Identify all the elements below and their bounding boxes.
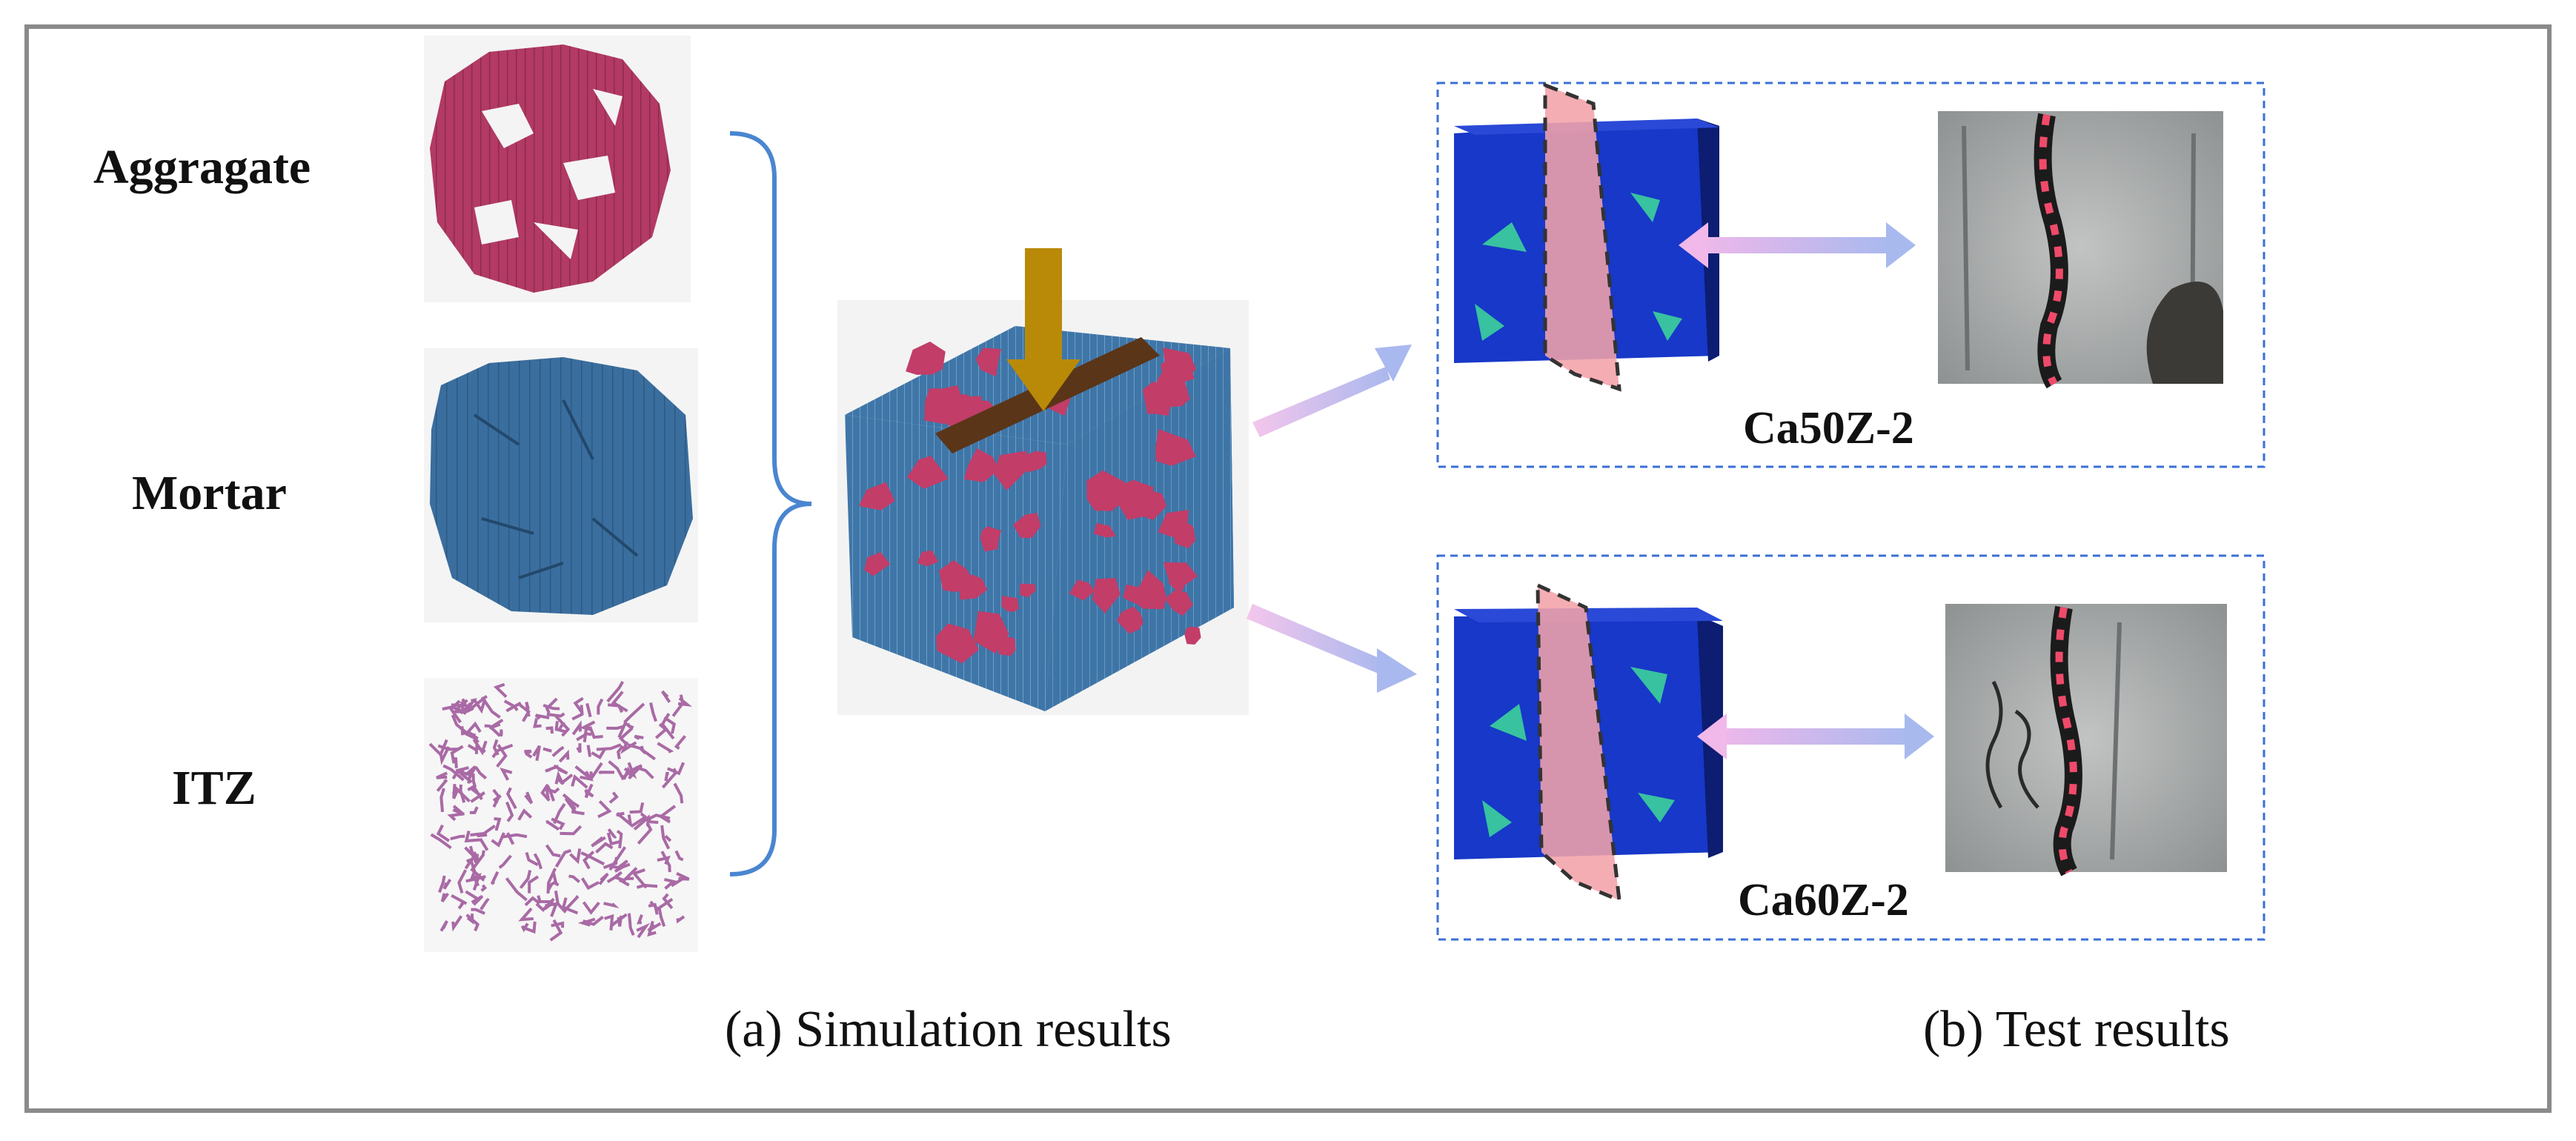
test-photo-ca60z-2 <box>1945 604 2227 876</box>
simulation-crack-ca50z-2 <box>1454 82 1719 392</box>
mortar-thumbnail <box>424 348 698 622</box>
itz-thumbnail <box>424 678 698 952</box>
pointer-arrow-bottom <box>1246 604 1417 693</box>
caption-test-results: (b) Test results <box>1923 1001 2230 1058</box>
aggregate-thumbnail <box>424 36 691 302</box>
test-photo-ca50z-2 <box>1938 111 2223 389</box>
load-arrow <box>1006 248 1080 411</box>
material-label-itz: ITZ <box>172 761 256 815</box>
specimen-label-ca60z-2: Ca60Z-2 <box>1738 875 1909 925</box>
caption-simulation-results: (a) Simulation results <box>725 1001 1172 1058</box>
material-label-mortar: Mortar <box>132 466 287 520</box>
pointer-arrow-top <box>1252 345 1412 437</box>
grouping-brace <box>729 131 812 876</box>
simulation-crack-ca60z-2 <box>1454 582 1723 903</box>
double-arrow-ca60z-2 <box>1697 713 1934 759</box>
specimen-label-ca50z-2: Ca50Z-2 <box>1743 403 1914 453</box>
material-label-aggregate: Aggragate <box>93 140 311 194</box>
double-arrow-ca50z-2 <box>1679 222 1916 268</box>
